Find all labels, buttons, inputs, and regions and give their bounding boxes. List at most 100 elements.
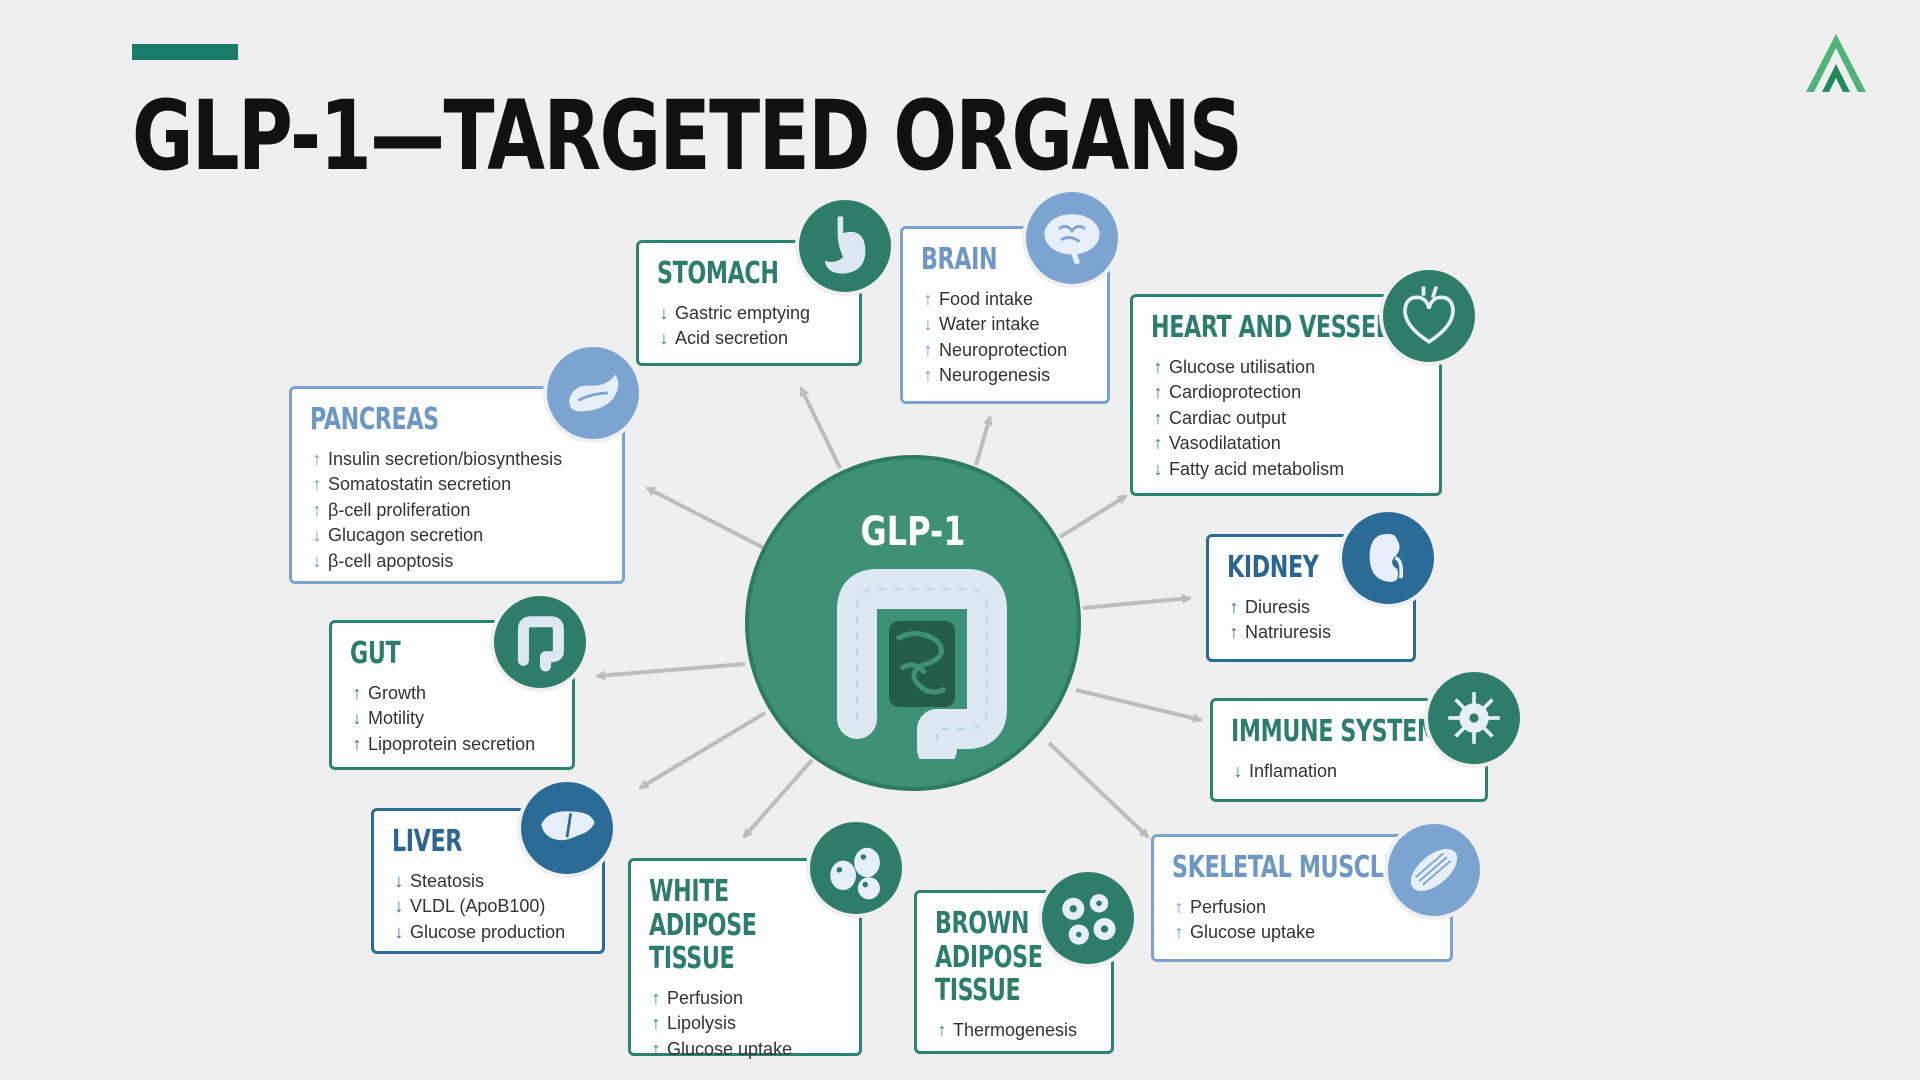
up-arrow-icon: ↑ — [651, 1038, 661, 1059]
up-arrow-icon: ↑ — [1153, 382, 1163, 403]
effect-item: ↑Perfusion — [1172, 895, 1432, 921]
effect-list-pancreas: ↑ Insulin secretion/biosynthesis ↑ Somatos… — [310, 447, 604, 575]
effect-item: ↑Perfusion — [649, 986, 841, 1012]
title-accent-bar — [132, 44, 238, 60]
organ-title-immune-system: IMMUNE SYSTEM — [1231, 714, 1439, 749]
up-arrow-icon: ↑ — [312, 448, 322, 469]
down-arrow-icon: ↓ — [312, 550, 322, 571]
effect-item: ↑ Glucose utilisation — [1151, 355, 1421, 381]
effect-text: Acid secretion — [675, 328, 789, 349]
effect-text: Gastric emptying — [675, 302, 811, 323]
effect-text: Glucose production — [410, 921, 566, 942]
effect-item: ↑Cardiac output — [1151, 406, 1421, 432]
up-arrow-icon: ↑ — [1174, 922, 1184, 943]
effect-text: Fatty acid metabolism — [1169, 458, 1345, 479]
effect-item: ↑ Glucose uptake — [1172, 920, 1432, 946]
heart-icon — [1379, 266, 1479, 366]
effect-text: Glucose uptake — [667, 1038, 793, 1059]
gut-icon — [490, 592, 590, 692]
effect-item: ↑Diuresis — [1227, 595, 1395, 621]
brown-adipose-icon — [1038, 868, 1138, 968]
effect-text: Thermogenesis — [953, 1019, 1078, 1040]
down-arrow-icon: ↓ — [352, 708, 362, 729]
organ-title-white-adipose-tissue: WHITE ADIPOSE TISSUE — [649, 874, 757, 977]
effect-list-brown-adipose-tissue: ↑ Thermogenesis — [935, 1018, 1093, 1044]
effect-item: ↓Fatty acid metabolism — [1151, 457, 1421, 483]
glp1-center-circle: GLP-1 — [745, 455, 1081, 791]
brain-icon — [1022, 188, 1122, 288]
down-arrow-icon: ↓ — [659, 328, 669, 349]
effect-item: ↑ Cardioprotection — [1151, 380, 1421, 406]
effect-text: Lipoprotein secretion — [368, 733, 536, 754]
effect-text: Insulin secretion/biosynthesis — [328, 448, 563, 469]
up-arrow-icon: ↑ — [1229, 596, 1239, 617]
up-arrow-icon: ↑ — [923, 339, 933, 360]
effect-item: ↓β-cell apoptosis — [310, 549, 604, 575]
organ-title-skeletal-muscle: SKELETAL MUSCLE — [1172, 850, 1399, 885]
up-arrow-icon: ↑ — [651, 1013, 661, 1034]
down-arrow-icon: ↓ — [1233, 760, 1243, 781]
effect-text: Cardiac output — [1169, 407, 1287, 428]
effect-item: ↓ Gastric emptying — [657, 301, 841, 327]
effect-item: ↓ Steatosis — [392, 869, 584, 895]
arrow-to-immune — [1075, 688, 1203, 723]
effect-text: Glucagon secretion — [328, 525, 484, 546]
effect-text: Natriuresis — [1245, 622, 1332, 643]
effect-list-skeletal-muscle: ↑Perfusion ↑ Glucose uptake — [1172, 895, 1432, 946]
effect-item: ↓ Water intake — [921, 312, 1089, 338]
effect-text: Neuroprotection — [939, 339, 1068, 360]
effect-text: Inflamation — [1249, 760, 1338, 781]
effect-list-heart-and-vessels: ↑ Glucose utilisation ↑ Cardioprotection ↑… — [1151, 355, 1421, 483]
effect-item: ↑β-cell proliferation — [310, 498, 604, 524]
organ-title-gut: GUT — [350, 636, 401, 671]
up-arrow-icon: ↑ — [352, 733, 362, 754]
up-arrow-icon: ↑ — [923, 365, 933, 386]
effect-text: Water intake — [939, 314, 1040, 335]
effect-list-liver: ↓ Steatosis ↓ VLDL (ApoB100) ↓Glucose prod… — [392, 869, 584, 946]
effect-text: Vasodilatation — [1169, 433, 1281, 454]
page-title: GLP-1—TARGETED ORGANS — [132, 80, 1243, 192]
effect-item: ↑ Neuroprotection — [921, 338, 1089, 364]
effect-text: Perfusion — [1190, 896, 1267, 917]
effect-item: ↑ Thermogenesis — [935, 1018, 1093, 1044]
pancreas-icon — [543, 343, 643, 443]
effect-text: Steatosis — [410, 870, 485, 891]
effect-item: ↑Growth — [350, 681, 554, 707]
effect-item: ↑ Insulin secretion/biosynthesis — [310, 447, 604, 473]
effect-item: ↑ Glucose uptake — [649, 1037, 841, 1063]
arrow-to-stomach — [799, 386, 842, 469]
muscle-icon — [1384, 820, 1484, 920]
organ-title-heart-and-vessels: HEART AND VESSELS — [1151, 310, 1406, 345]
effect-text: β-cell proliferation — [328, 499, 471, 520]
effect-text: Motility — [368, 708, 425, 729]
down-arrow-icon: ↓ — [312, 525, 322, 546]
arrow-to-kidney — [1082, 593, 1192, 610]
organ-title-liver: LIVER — [392, 824, 462, 859]
effect-item: ↑ Natriuresis — [1227, 620, 1395, 646]
up-arrow-icon: ↑ — [1153, 356, 1163, 377]
arrow-to-heart — [1058, 494, 1128, 539]
effect-text: Glucose uptake — [1190, 922, 1316, 943]
brand-logo-icon — [1806, 34, 1866, 92]
down-arrow-icon: ↓ — [659, 302, 669, 323]
effect-text: Cardioprotection — [1169, 382, 1302, 403]
effect-list-brain: ↑Food intake ↓Water intake ↑Neuroprotect… — [921, 287, 1089, 389]
effect-item: ↑ Somatostatin secretion — [310, 472, 604, 498]
organ-card-heart-and-vessels: HEART AND VESSELS ↑ Glucose utilisation ↑… — [1130, 294, 1442, 496]
arrow-to-brain — [974, 415, 993, 466]
effect-item: ↓ Motility — [350, 706, 554, 732]
effect-item: ↓ Glucagon secretion — [310, 523, 604, 549]
effect-text: Somatostatin secretion — [328, 474, 512, 495]
organ-title-kidney: KIDNEY — [1227, 550, 1319, 585]
effect-text: Lipolysis — [667, 1013, 737, 1034]
down-arrow-icon: ↓ — [394, 896, 404, 917]
up-arrow-icon: ↑ — [312, 474, 322, 495]
effect-item: ↓Glucose production — [392, 920, 584, 946]
down-arrow-icon: ↓ — [923, 314, 933, 335]
effect-text: VLDL (ApoB100) — [410, 896, 546, 917]
effect-item: ↓ Inflamation — [1231, 759, 1467, 785]
up-arrow-icon: ↑ — [1229, 622, 1239, 643]
up-arrow-icon: ↑ — [937, 1019, 947, 1040]
down-arrow-icon: ↓ — [394, 870, 404, 891]
effect-text: Glucose utilisation — [1169, 356, 1316, 377]
